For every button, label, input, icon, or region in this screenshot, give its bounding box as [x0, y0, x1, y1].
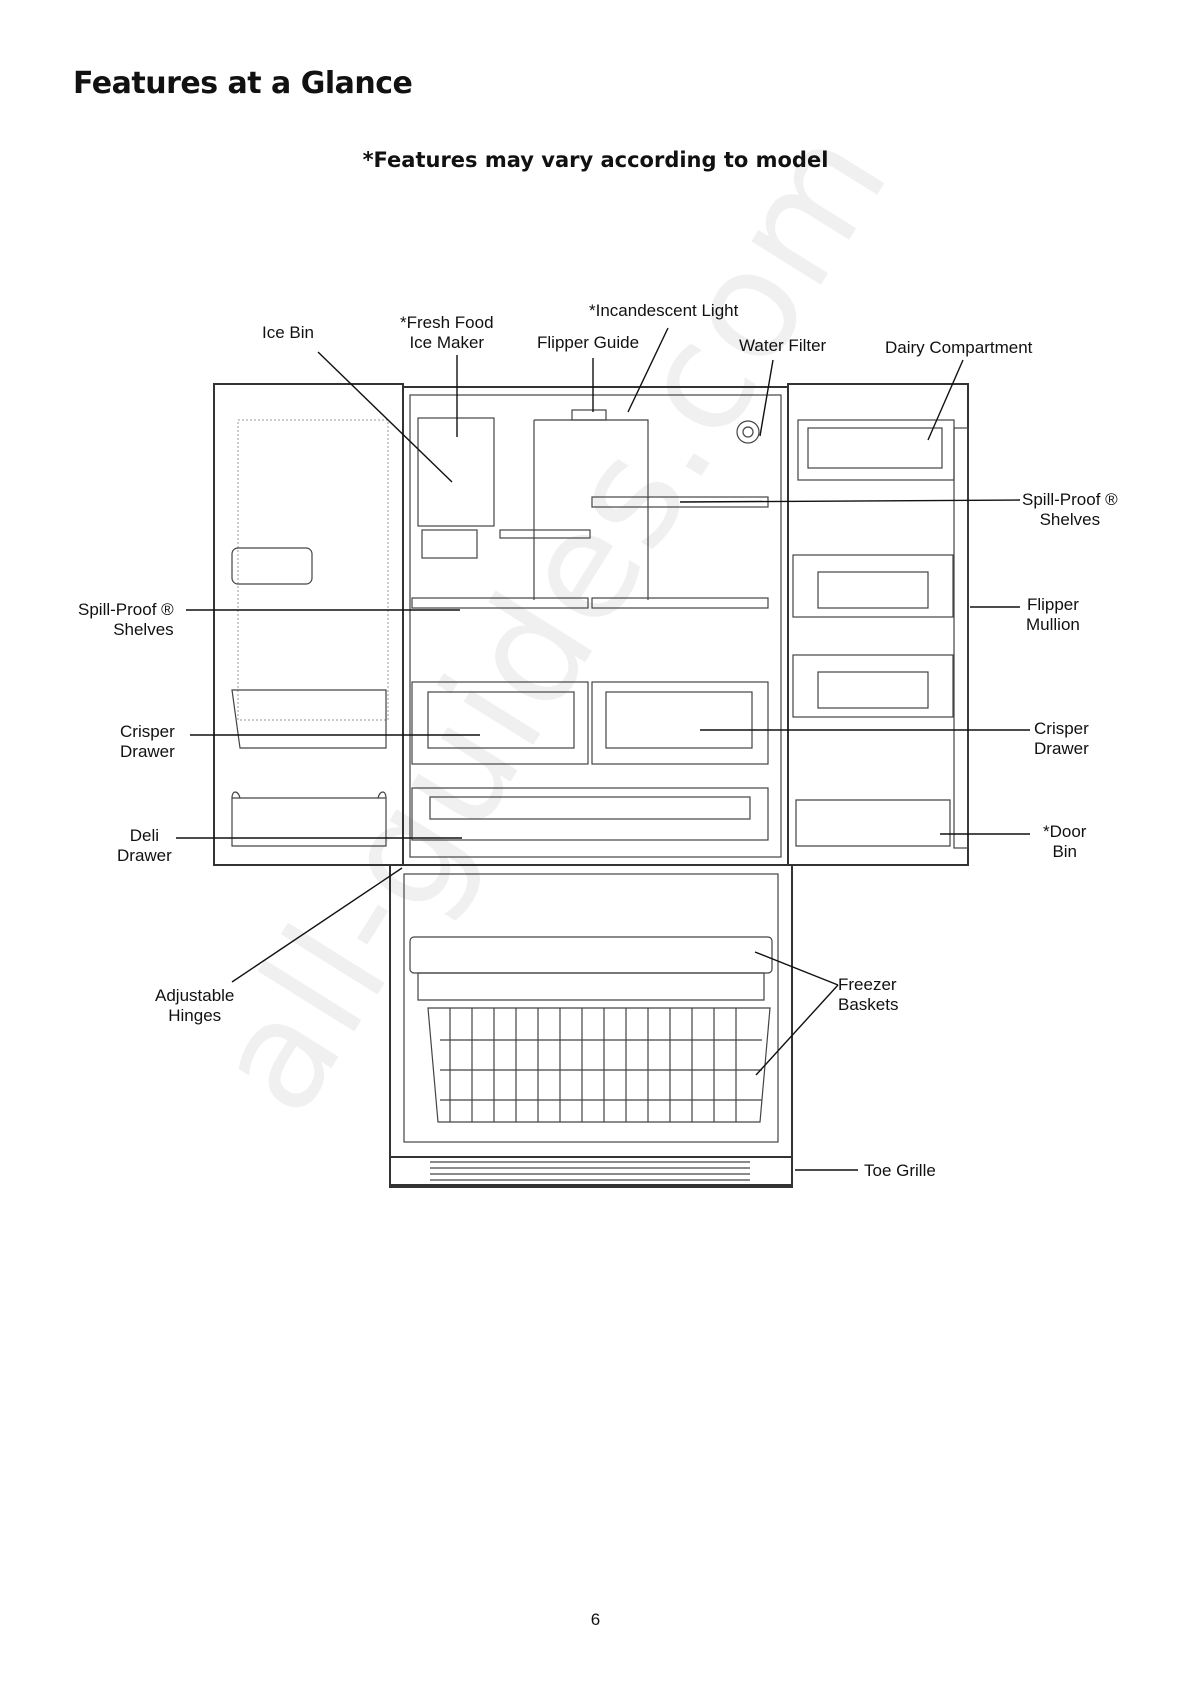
page-title: Features at a Glance — [73, 66, 413, 101]
label-flipper-guide: Flipper Guide — [537, 333, 640, 352]
label-ice-maker: *Fresh Food Ice Maker — [400, 313, 494, 352]
label-shelves-left: Spill-Proof ® Shelves — [78, 600, 174, 639]
label-incandescent-light: *Incandescent Light — [589, 301, 739, 320]
page-subtitle: *Features may vary according to model — [362, 148, 829, 172]
leader-lines — [176, 327, 1030, 1171]
label-freezer-baskets: Freezer Baskets — [838, 975, 899, 1014]
label-ice-bin: Ice Bin — [262, 323, 314, 342]
label-water-filter: Water Filter — [739, 336, 827, 355]
label-deli-drawer: Deli Drawer — [117, 826, 172, 865]
label-flipper-mullion: Flipper Mullion — [1026, 595, 1080, 634]
label-dairy-compartment: Dairy Compartment — [885, 338, 1033, 357]
water-filter-icon — [736, 420, 760, 444]
label-crisper-left: Crisper Drawer — [120, 722, 175, 761]
label-crisper-right: Crisper Drawer — [1034, 719, 1089, 758]
freezer-drawer — [389, 864, 793, 1188]
right-door — [787, 383, 969, 866]
page-number: 6 — [590, 1610, 601, 1629]
label-shelves-right: Spill-Proof ® Shelves — [1022, 490, 1118, 529]
label-toe-grille: Toe Grille — [864, 1161, 936, 1180]
label-door-bin: *Door Bin — [1043, 822, 1087, 861]
fresh-food-compartment — [402, 386, 789, 866]
label-adjustable-hinges: Adjustable Hinges — [155, 986, 235, 1025]
left-door — [213, 383, 404, 866]
